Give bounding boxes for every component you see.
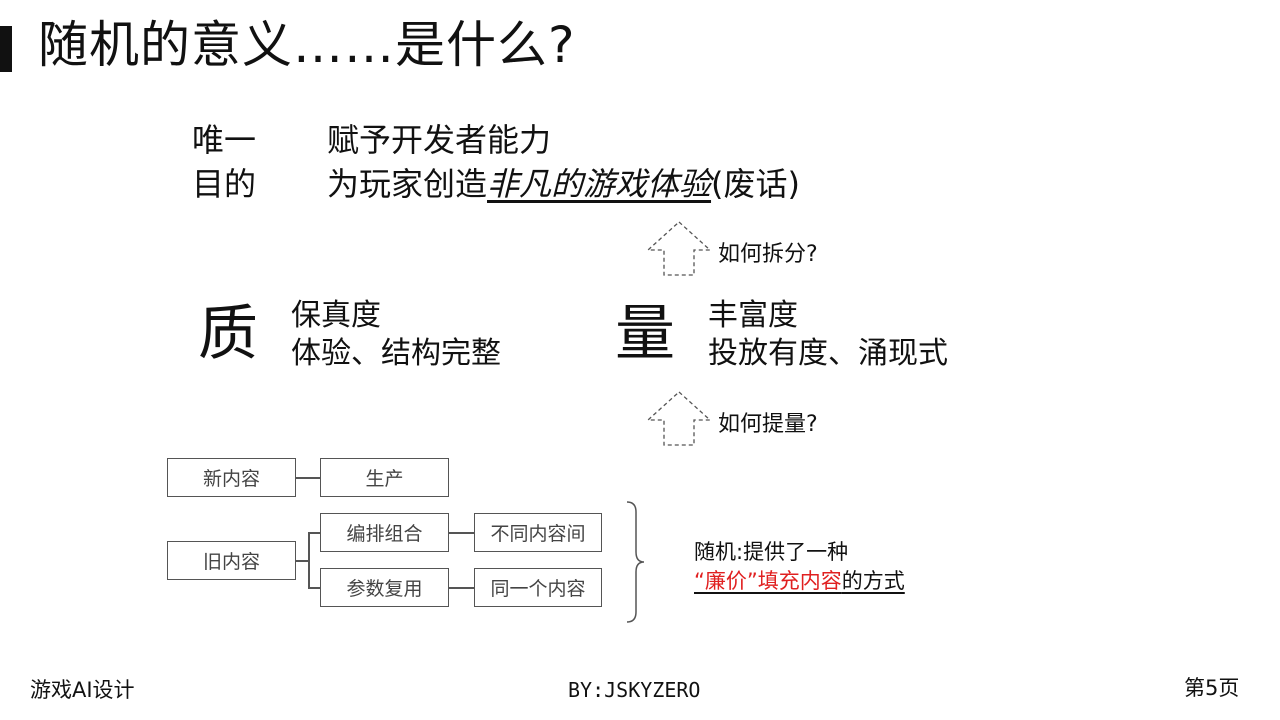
footer-left: 游戏AI设计 [30,678,135,702]
goal-label-1: 唯一 [192,121,257,159]
tree-node-old-content: 旧内容 [167,541,296,580]
increase-question: 如何提量? [718,412,818,437]
split-question: 如何拆分? [718,242,818,267]
tree-connector [308,532,310,588]
quantity-line-2: 投放有度、涌现式 [708,336,948,371]
quantity-line-1: 丰富度 [708,298,798,333]
goal-line-2-prefix: 为玩家创造 [327,165,488,203]
tree-node-same-content: 同一个内容 [474,568,602,607]
tree-node-arrange: 编排组合 [320,513,449,552]
tree-connector [296,560,309,562]
footer-author: BY:JSKYZERO [568,678,701,702]
page-number: 第5页 [1184,676,1240,700]
goal-line-2: 为玩家创造非凡的游戏体验(废话) [327,162,800,206]
goal-label-2: 目的 [192,165,257,203]
goal-line-2-suffix: (废话) [711,165,801,203]
quality-line-1: 保真度 [291,298,381,333]
dashed-up-arrow-icon [646,221,712,276]
tree-connector [308,587,320,589]
tree-node-produce: 生产 [320,458,449,497]
tree-connector [449,587,474,589]
dashed-up-arrow-icon [646,391,712,446]
quantity-char: 量 [615,299,675,369]
conclusion-line-2: “廉价”填充内容的方式 [694,566,905,596]
tree-connector [308,532,320,534]
quality-line-2: 体验、结构完整 [291,336,501,371]
goal-line-2-emphasis: 非凡的游戏体验 [487,165,712,203]
tree-connector [449,532,474,534]
tree-node-new-content: 新内容 [167,458,296,497]
page-title: 随机的意义……是什么? [38,16,576,74]
conclusion-way: 的方式 [841,569,905,593]
right-brace [626,501,645,623]
goal-line-1: 赋予开发者能力 [327,121,552,159]
tree-node-param-reuse: 参数复用 [320,568,449,607]
tree-connector [296,477,320,479]
conclusion-cheap-fill: “廉价”填充内容 [694,569,842,593]
tree-node-different-content: 不同内容间 [474,513,602,552]
quality-char: 质 [198,299,258,369]
title-accent-bar [0,26,12,72]
conclusion-line-1: 随机:提供了一种 [694,540,849,564]
